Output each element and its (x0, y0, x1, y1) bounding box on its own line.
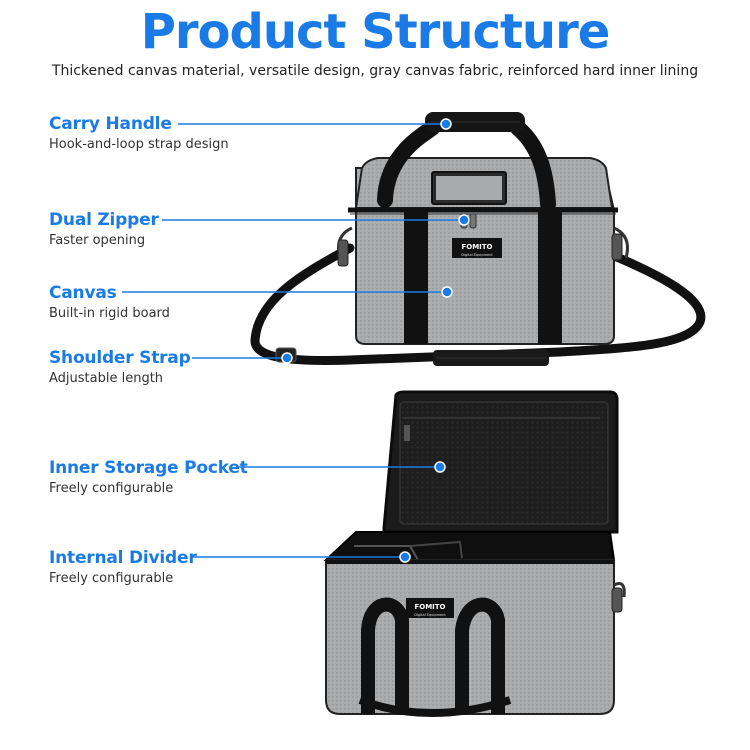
callout-dot-internal-divider (399, 551, 411, 563)
callout-dot-shoulder-strap (281, 352, 293, 364)
callout-canvas: Canvas Built-in rigid board (49, 283, 170, 321)
callout-desc: Freely configurable (49, 481, 174, 496)
callout-desc: Built-in rigid board (49, 306, 170, 321)
callout-title: Dual Zipper (49, 210, 159, 230)
callout-inner-storage-pocket: Inner Storage Pocket Freely configurable (49, 458, 248, 496)
svg-text:Digital Equipment: Digital Equipment (414, 613, 446, 617)
callout-desc: Adjustable length (49, 371, 164, 386)
open-bag: FOMITO Digital Equipment (323, 390, 626, 717)
callout-dot-carry-handle (440, 118, 452, 130)
brand-logo: FOMITO (461, 243, 492, 251)
callout-dot-dual-zipper (458, 214, 470, 226)
closed-bag: FOMITO Digital Equipment (250, 112, 706, 366)
callout-dot-canvas (441, 286, 453, 298)
page-subtitle: Thickened canvas material, versatile des… (51, 63, 699, 79)
callout-dot-inner-pocket (434, 461, 446, 473)
page-title: Product Structure (140, 4, 611, 60)
callout-internal-divider: Internal Divider Freely configurable (49, 548, 197, 586)
callout-title: Canvas (49, 283, 117, 303)
inner-mesh-pocket (399, 401, 609, 525)
callout-desc: Freely configurable (49, 571, 174, 586)
callout-carry-handle: Carry Handle Hook-and-loop strap design (49, 114, 229, 152)
callout-dual-zipper: Dual Zipper Faster opening (49, 210, 159, 248)
callout-desc: Hook-and-loop strap design (49, 137, 229, 152)
callout-lines (122, 118, 470, 563)
shoulder-strap (250, 243, 706, 365)
callout-title: Internal Divider (49, 548, 197, 568)
callout-title: Shoulder Strap (49, 348, 191, 368)
callout-desc: Faster opening (49, 233, 146, 248)
callout-title: Carry Handle (49, 114, 172, 134)
svg-text:Digital Equipment: Digital Equipment (461, 253, 493, 257)
carry-handle (377, 120, 440, 208)
callout-shoulder-strap: Shoulder Strap Adjustable length (49, 348, 191, 386)
callout-title: Inner Storage Pocket (49, 458, 248, 478)
svg-text:FOMITO: FOMITO (414, 603, 445, 611)
